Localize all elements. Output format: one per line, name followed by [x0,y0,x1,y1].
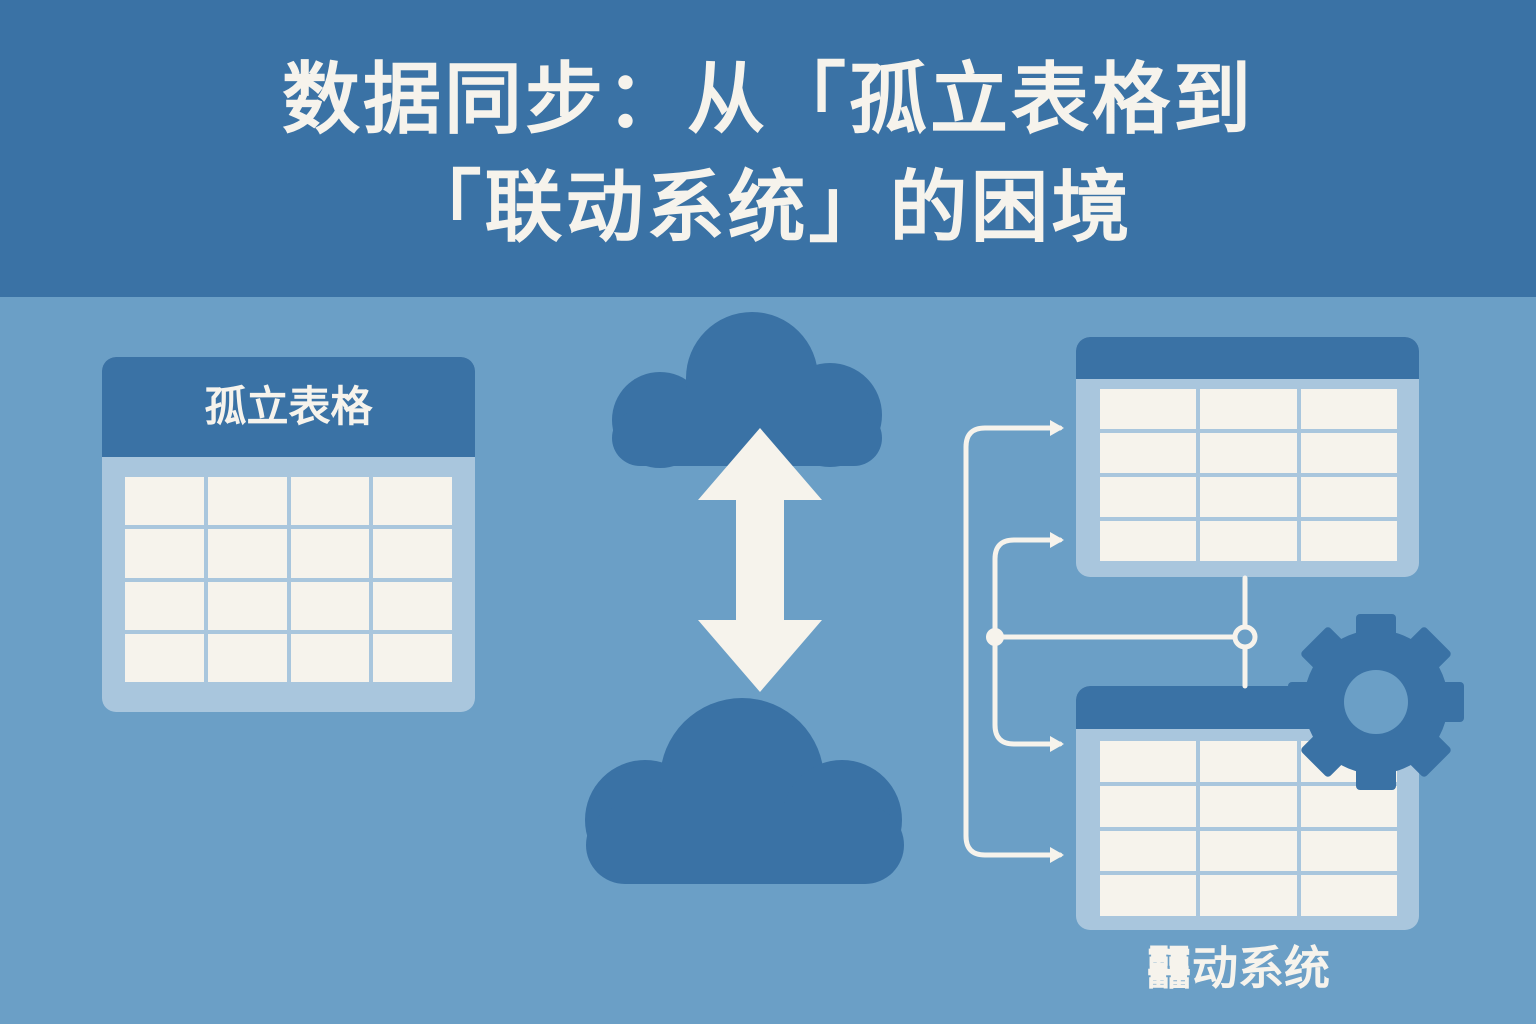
linked-table-bottom [1076,686,1419,930]
table-cell [1300,830,1397,872]
table-cell [1100,875,1197,916]
table-cell [125,477,204,526]
table-cell [1200,477,1297,517]
linked-table-top-header [1076,337,1419,379]
table-cell [1300,875,1397,916]
table-cell [1100,785,1197,827]
table-cell [1100,477,1197,517]
junction-ring [1232,624,1258,650]
junction-dot [986,628,1004,646]
isolated-table: 孤立表格 [102,357,475,712]
table-cell [373,633,452,682]
table-cell [207,633,287,682]
table-cell [1300,521,1397,561]
linked-system-label: 䨻动系统 [1146,941,1330,995]
table-cell [1200,521,1297,561]
cloud-icon [612,312,882,468]
table-cell [1100,521,1197,561]
table-cell [1300,477,1397,517]
table-cell [207,477,287,526]
table-cell [373,581,452,630]
linked-table-top [1076,337,1419,577]
double-arrow-icon [698,428,822,692]
table-cell [290,581,370,630]
table-cell [373,529,452,578]
cloud-icon [585,698,904,884]
table-cell [290,633,370,682]
title-banner [0,0,1536,297]
table-cell [125,529,204,578]
title-line-1: 数据同步：从「孤立表格到 [281,55,1254,145]
table-cell [207,529,287,578]
table-cell [1200,830,1297,872]
table-cell [125,581,204,630]
table-cell [373,477,452,526]
table-cell [1200,741,1297,782]
title-line-2: 「联动系统」的困境 [403,163,1133,253]
table-cell [290,477,370,526]
table-cell [125,633,204,682]
table-cell [1100,389,1197,429]
table-cell [1200,433,1297,473]
table-cell [290,529,370,578]
table-cell [1100,433,1197,473]
table-cell [1200,875,1297,916]
isolated-table-label: 孤立表格 [204,382,373,431]
gear-icon [1288,614,1464,790]
table-cell [1200,785,1297,827]
table-cell [1300,389,1397,429]
arrowheads [1050,420,1064,863]
table-cell [1100,830,1197,872]
table-cell [1200,389,1297,429]
table-cell [1100,741,1197,782]
connector-icon [963,425,1248,858]
table-cell [1300,785,1397,827]
table-cell [1300,433,1397,473]
table-cell [207,581,287,630]
isolated-table-header: 孤立表格 [102,357,475,457]
